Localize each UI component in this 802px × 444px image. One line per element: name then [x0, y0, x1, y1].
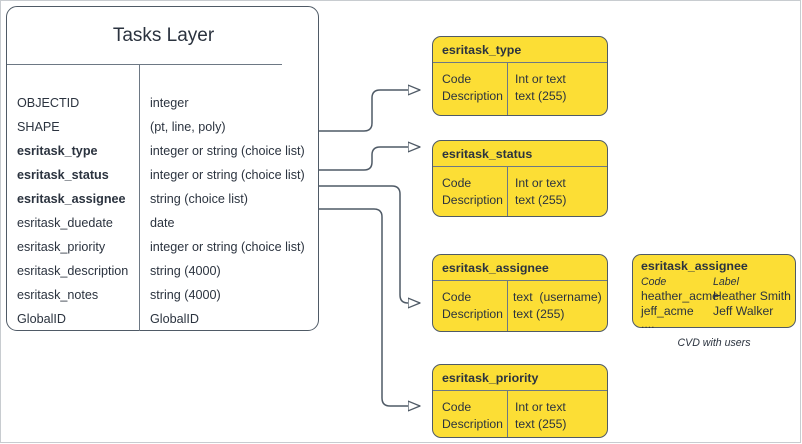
lookup-column-divider: [507, 63, 508, 115]
field-name: esritask_status: [17, 168, 109, 182]
lookup-body: Code Description Int or text text (255): [433, 63, 607, 115]
lookup-body: Code Description Int or text text (255): [433, 391, 607, 437]
lookup-title: esritask_assignee: [442, 261, 549, 275]
field-type: integer or string (choice list): [150, 168, 305, 182]
field-name: esritask_description: [17, 264, 129, 278]
connector-status: [319, 147, 420, 171]
field-row: OBJECTID integer: [7, 91, 320, 115]
field-name: esritask_type: [17, 144, 98, 158]
cvd-user-code: heather_acme: [641, 289, 719, 303]
lookup-left-column: Code Description: [442, 176, 503, 207]
lookup-title-divider: [433, 166, 607, 167]
field-row: SHAPE (pt, line, poly): [7, 115, 320, 139]
lookup-column-divider: [507, 391, 508, 437]
field-row: esritask_assignee string (choice list): [7, 187, 320, 211]
entity-tasks-layer: Tasks Layer OBJECTID integer SHAPE (pt, …: [6, 6, 319, 331]
lookup-title: esritask_type: [442, 43, 522, 57]
lookup-body: Code Description text (username) text (2…: [433, 281, 607, 331]
field-name: esritask_priority: [17, 240, 106, 254]
lookup-right-column: Int or text text (255): [515, 72, 567, 103]
lookup-body: Code Description Int or text text (255): [433, 167, 607, 216]
lookup-table-esritask-priority: esritask_priority Code Description Int o…: [432, 364, 608, 438]
lookup-left-column: Code Description: [442, 290, 503, 321]
field-row: esritask_type integer or string (choice …: [7, 139, 320, 163]
cvd-ellipsis: ....: [641, 317, 655, 331]
lookup-table-esritask-assignee: esritask_assignee Code Description text …: [432, 254, 608, 332]
lookup-left-column: Code Description: [442, 72, 503, 103]
connector-type: [319, 90, 420, 132]
lookup-left-column: Code Description: [442, 400, 503, 431]
field-name: esritask_notes: [17, 288, 99, 302]
field-type: integer or string (choice list): [150, 144, 305, 158]
field-type: GlobalID: [150, 312, 199, 326]
field-row: esritask_status integer or string (choic…: [7, 163, 320, 187]
connector-priority: [319, 208, 420, 406]
field-type: string (choice list): [150, 192, 248, 206]
lookup-title-divider: [433, 280, 607, 281]
field-row: esritask_description string (4000): [7, 259, 320, 283]
cvd-user-label: Heather Smith: [713, 289, 791, 303]
field-name: OBJECTID: [17, 96, 80, 110]
field-name: esritask_assignee: [17, 192, 126, 206]
lookup-right-column: text (username) text (255): [513, 290, 602, 321]
field-type: (pt, line, poly): [150, 120, 226, 134]
field-row: esritask_notes string (4000): [7, 283, 320, 307]
field-name: GlobalID: [17, 312, 66, 326]
field-row: esritask_duedate date: [7, 211, 320, 235]
entity-title: Tasks Layer: [112, 25, 215, 46]
field-type: integer or string (choice list): [150, 240, 305, 254]
cvd-header-code: Code: [641, 276, 667, 288]
field-row: esritask_priority integer or string (cho…: [7, 235, 320, 259]
field-name: SHAPE: [17, 120, 60, 134]
cvd-caption: CVD with users: [677, 337, 751, 349]
lookup-title-divider: [433, 62, 607, 63]
lookup-right-column: Int or text text (255): [515, 176, 567, 207]
field-row: GlobalID GlobalID: [7, 307, 320, 331]
cvd-title: esritask_assignee: [641, 259, 748, 273]
lookup-table-esritask-status: esritask_status Code Description Int or …: [432, 140, 608, 217]
field-type: integer: [150, 96, 189, 110]
lookup-title: esritask_priority: [442, 371, 539, 385]
field-type: string (4000): [150, 264, 221, 278]
cvd-header-label: Label: [713, 276, 739, 288]
entity-column-divider: [139, 65, 140, 331]
field-type: date: [150, 216, 175, 230]
field-type: string (4000): [150, 288, 221, 302]
cvd-user-label: Jeff Walker: [713, 304, 774, 318]
lookup-right-column: Int or text text (255): [515, 400, 567, 431]
lookup-title: esritask_status: [442, 147, 533, 161]
lookup-title-divider: [433, 390, 607, 391]
lookup-table-esritask-type: esritask_type Code Description Int or te…: [432, 36, 608, 116]
cvd-user-code: jeff_acme: [641, 304, 694, 318]
field-name: esritask_duedate: [17, 216, 113, 230]
lookup-column-divider: [507, 167, 508, 216]
connector-assignee: [319, 185, 420, 303]
entity-title-divider: [7, 64, 282, 65]
cvd-users-box: esritask_assignee Code Label heather_acm…: [632, 254, 796, 331]
lookup-column-divider: [507, 281, 508, 331]
